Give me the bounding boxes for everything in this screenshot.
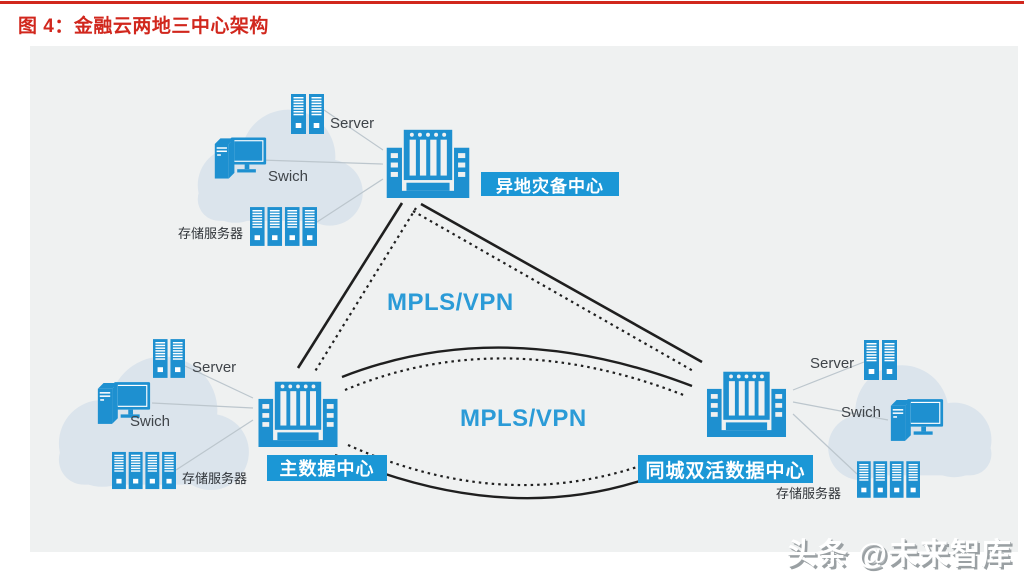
cluster-connector-lines: [151, 109, 889, 475]
label-primary-data-center: 主数据中心: [267, 455, 387, 481]
server-rack-icon: [291, 94, 324, 134]
storage-array-icon: [857, 456, 920, 503]
switch-label: Swich: [130, 413, 171, 430]
server-rack-icon: [864, 338, 897, 382]
figure-title: 图 4：金融云两地三中心架构: [18, 16, 269, 37]
storage-label: 存储服务器: [182, 471, 248, 486]
switch-label: Swich: [841, 404, 882, 421]
storage-label: 存储服务器: [178, 226, 244, 241]
server-rack-icon: [153, 339, 185, 378]
data-center-building-icon: [383, 128, 473, 198]
switch-workstation-icon: [888, 396, 945, 444]
server-label: Server: [330, 115, 375, 132]
switch-label: Swich: [268, 168, 309, 185]
watermark: 头条 @未来智库: [786, 538, 1012, 571]
top-rule: [0, 1, 1024, 4]
mpls-vpn-label-upper: MPLS/VPN: [387, 289, 514, 316]
data-center-building-icon: [700, 370, 793, 437]
label-disaster-recovery-center: 异地灾备中心: [481, 172, 619, 196]
switch-workstation-icon: [212, 134, 268, 182]
server-label: Server: [192, 359, 237, 376]
mpls-links: [296, 202, 703, 500]
storage-label: 存储服务器: [776, 486, 842, 501]
data-center-building-icon: [253, 380, 343, 447]
architecture-diagram: Server Swich 存储服务器 Server Swich 存储服务器 Se…: [30, 46, 1018, 552]
label-metro-active-active-center: 同城双活数据中心: [638, 455, 813, 483]
mpls-vpn-label-lower: MPLS/VPN: [460, 405, 587, 432]
storage-array-icon: [112, 447, 176, 494]
server-label: Server: [810, 355, 855, 372]
storage-array-icon: [250, 203, 317, 250]
